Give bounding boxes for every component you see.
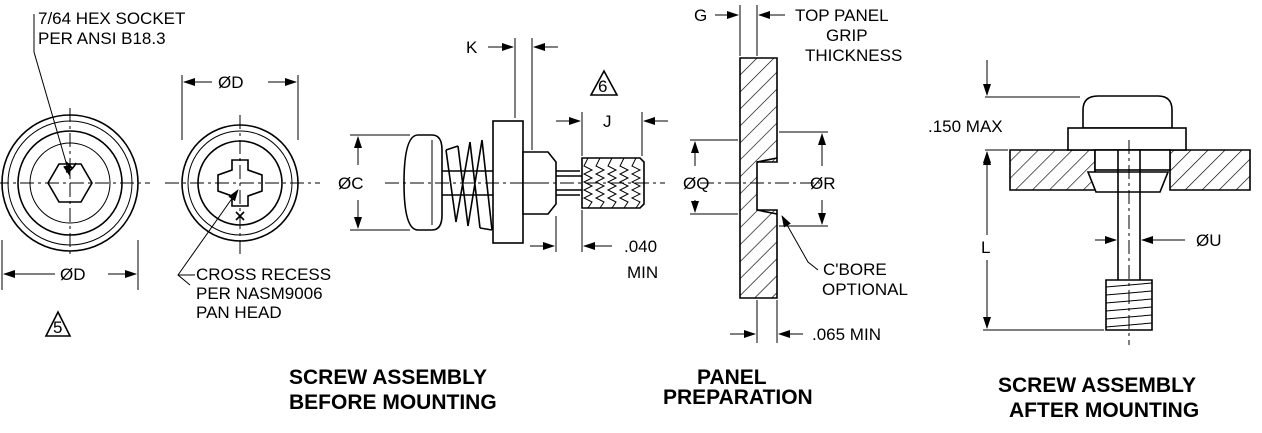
dia-c-label: ØC [338, 174, 364, 193]
panel-section [700, 57, 820, 299]
dia-q-label: ØQ [683, 174, 709, 193]
title-after-2: AFTER MOUNTING [1009, 399, 1199, 422]
j-label: J [603, 112, 612, 131]
min-065-label: .065 MIN [812, 325, 881, 344]
hex-socket-label-1: 7/64 HEX SOCKET [38, 9, 185, 28]
cbore-label-1: C'BORE [823, 260, 887, 279]
svg-text:5: 5 [53, 318, 62, 337]
cbore-leader [781, 215, 819, 271]
svg-text:6: 6 [598, 77, 607, 96]
top-panel-label-3: THICKNESS [805, 46, 902, 65]
dia-u-label: ØU [1196, 231, 1222, 250]
cbore-label-2: OPTIONAL [822, 280, 908, 299]
min-040-label-1: .040 [624, 237, 657, 256]
screw-after-mounting [1009, 95, 1251, 345]
title-before-1: SCREW ASSEMBLY [289, 366, 487, 389]
title-before-2: BEFORE MOUNTING [289, 391, 497, 414]
dia-r-label: ØR [810, 174, 836, 193]
min-040-label-2: MIN [627, 263, 658, 282]
note-6-triangle: 6 [589, 69, 619, 96]
l-label: L [981, 238, 990, 257]
g-label: G [694, 6, 707, 25]
title-after-1: SCREW ASSEMBLY [998, 374, 1196, 397]
note-5-triangle: 5 [44, 310, 72, 337]
screw-before-mounting [385, 120, 665, 244]
hex-socket-label-2: PER ANSI B18.3 [38, 29, 166, 48]
cross-recess-label-3: PAN HEAD [196, 303, 282, 322]
title-panel-2: PREPARATION [663, 386, 813, 409]
hex-socket-end-view [0, 108, 150, 258]
cross-recess-label-1: CROSS RECESS [196, 265, 331, 284]
hex-socket-leader [33, 32, 71, 177]
top-panel-label-1: TOP PANEL [795, 6, 889, 25]
k-label: K [466, 38, 478, 57]
dia-d-top-label: ØD [218, 73, 244, 92]
cross-recess-label-2: PER NASM9006 [196, 284, 323, 303]
cross-recess-end-view [165, 115, 320, 255]
top-panel-label-2: GRIP [826, 26, 868, 45]
max-150-label: .150 MAX [928, 117, 1003, 136]
dia-d-bottom-label: ØD [60, 265, 86, 284]
title-panel-1: PANEL [697, 366, 767, 389]
